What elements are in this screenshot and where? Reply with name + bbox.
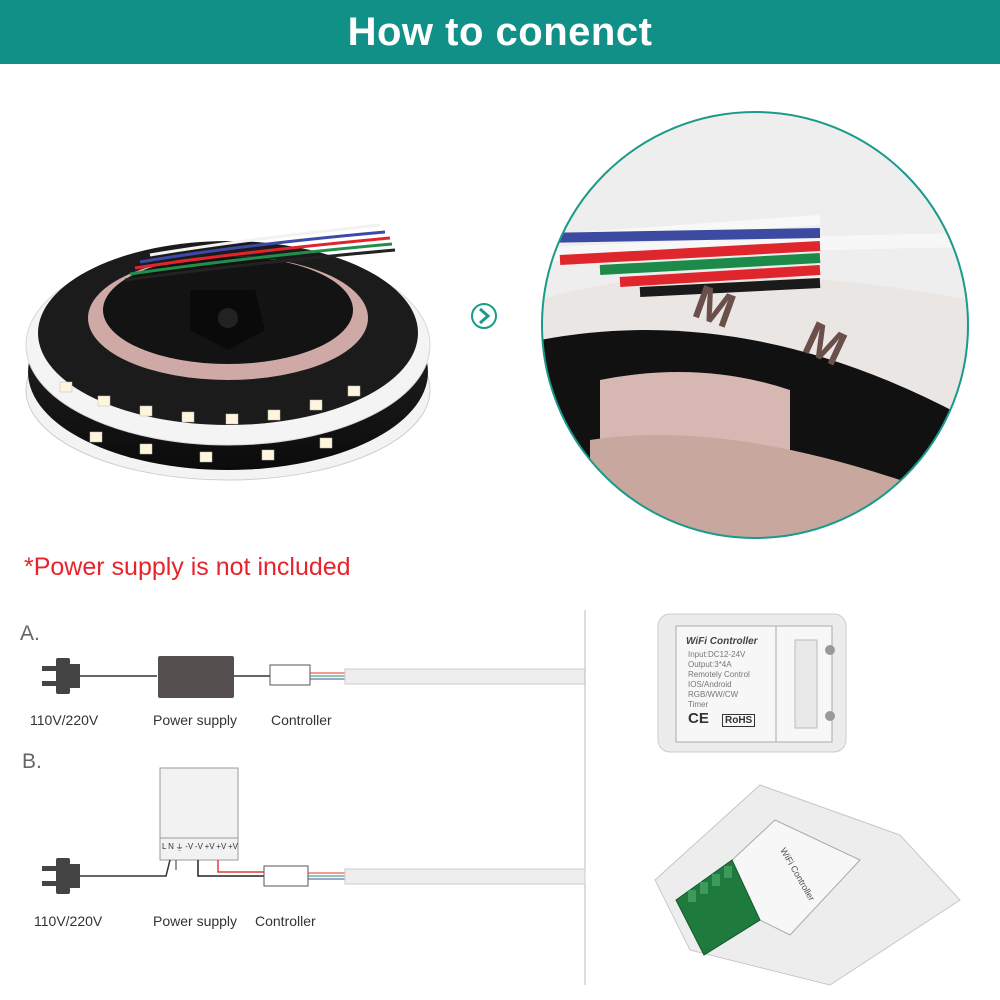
terminal-n: N	[168, 842, 174, 851]
page-title: How to conenct	[347, 9, 653, 54]
power-supply-notice: *Power supply is not included	[24, 553, 351, 581]
controller-label-b: Controller	[255, 913, 316, 929]
voltage-label-a: 110V/220V	[30, 712, 99, 728]
controller-spec-rgb: RGB/WW/CW	[688, 690, 739, 699]
terminal-l: L	[162, 842, 167, 851]
section-a-label: A.	[20, 622, 40, 645]
section-b-label: B.	[22, 750, 42, 773]
wifi-controller-angled-image: WiFi Controller	[654, 784, 961, 986]
controller-label-a: Controller	[271, 712, 332, 728]
arrow-right-circle-icon	[471, 303, 497, 329]
ce-mark: CE	[688, 710, 709, 727]
diagram-a-wiring	[42, 656, 586, 698]
voltage-label-b: 110V/220V	[34, 913, 103, 929]
header-banner: How to conenct	[0, 0, 1000, 64]
power-supply-label-a: Power supply	[153, 712, 238, 728]
terminal-ground: ⏚	[175, 843, 184, 852]
terminal-pos-v-2: +V	[216, 842, 227, 851]
controller-spec-input: Input:DC12-24V	[688, 650, 746, 659]
power-plug-icon	[42, 658, 80, 694]
led-strip-reel-image	[25, 223, 431, 481]
controller-spec-remote: Remotely Control	[688, 670, 750, 679]
wifi-controller-front-image	[657, 613, 847, 753]
controller-device-title: WiFi Controller	[686, 636, 758, 647]
terminal-neg-v-1: -V	[185, 842, 194, 851]
controller-spec-os: IOS/Android	[688, 680, 732, 689]
diagram-b-wiring	[42, 767, 586, 894]
controller-spec-list: Input:DC12-24V Output:3*4A Remotely Cont…	[688, 650, 750, 710]
magnified-wire-closeup-image: M M	[541, 111, 969, 539]
terminal-pos-v-1: +V	[204, 842, 215, 851]
controller-spec-output: Output:3*4A	[688, 660, 732, 669]
controller-spec-timer: Timer	[688, 700, 709, 709]
terminal-strip: L N ⏚ -V -V +V +V +V	[162, 842, 238, 853]
terminal-neg-v-2: -V	[194, 842, 203, 851]
terminal-pos-v-3: +V	[227, 842, 238, 851]
power-supply-label-b: Power supply	[153, 913, 238, 929]
power-plug-icon	[42, 858, 80, 894]
rohs-mark: RoHS	[722, 714, 756, 727]
